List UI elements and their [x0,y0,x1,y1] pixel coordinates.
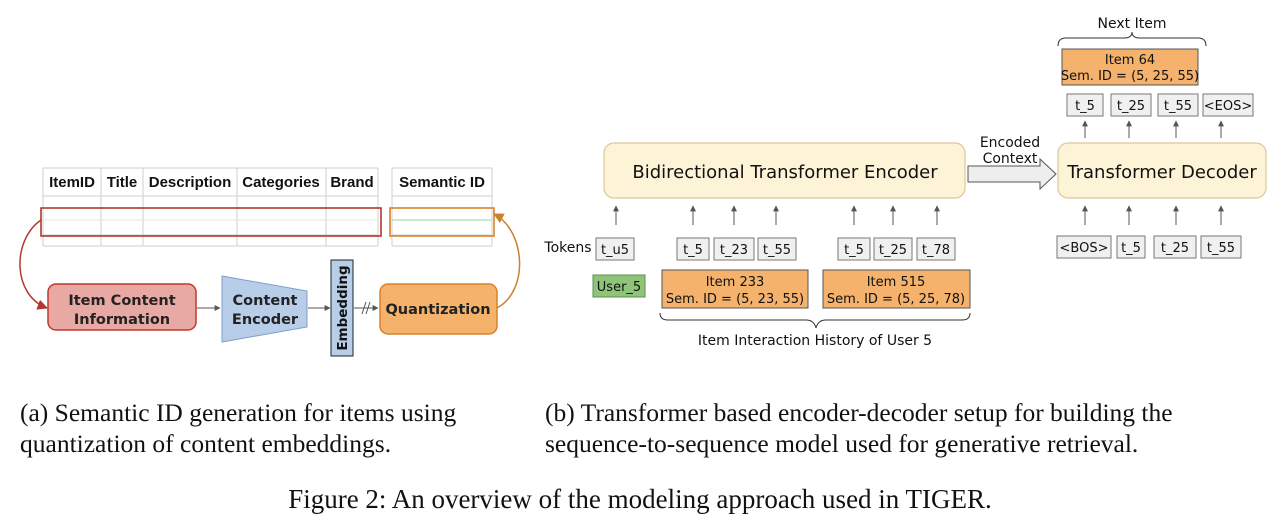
embedding-box [330,259,354,357]
item-a-token-3: t_55 [763,243,791,258]
embedding-label: Embedding [335,265,351,350]
panel-b: Next Item Item 64 Sem. ID = (5, 25, 55) … [543,16,1267,349]
output-token-box-1 [1066,93,1104,117]
item-a-token-box-1 [676,237,710,261]
figure-caption: Figure 2: An overview of the modeling ap… [288,484,992,514]
item-b-semantic-id: Sem. ID = (5, 25, 78) [827,292,965,307]
decoder-token-box-2 [1116,235,1146,259]
output-token-3: t_55 [1164,99,1192,114]
item-a-token-2: t_23 [720,243,748,258]
history-brace [659,312,971,329]
user-token-box [595,237,635,261]
user-box [592,274,646,298]
item-b-token-1: t_5 [844,243,864,258]
item-b-title: Item 515 [867,275,926,290]
decoder-token-3: t_25 [1161,241,1189,256]
caption-a: (a) Semantic ID generation for items usi… [20,397,530,459]
item-content-label-1: Item Content [68,293,175,309]
quantization-label: Quantization [385,302,490,318]
item-content-box [47,283,197,331]
next-item-box [1061,48,1199,86]
user-label: User_5 [597,280,641,295]
encoder-box [603,142,966,199]
header-description: Description [149,174,232,191]
item-a-token-box-2 [713,237,755,261]
stop-gradient-mark-2 [365,301,371,315]
item-content-label-2: Information [74,312,170,328]
item-a-box [661,269,809,309]
decoder-token-box-4 [1200,235,1242,259]
content-encoder-shape [221,275,308,343]
item-b-box [822,269,971,309]
encoded-context-label-1: Encoded [980,135,1040,151]
output-token-4: <EOS> [1204,99,1252,114]
decoder-label: Transformer Decoder [1066,162,1257,183]
decoder-token-box-1 [1056,235,1112,259]
item-a-token-1: t_5 [683,243,703,258]
caption-b: (b) Transformer based encoder-decoder se… [545,397,1270,459]
caption-b-line-1: (b) Transformer based encoder-decoder se… [545,398,1173,427]
encoded-context-arrow [967,157,1057,191]
next-item-bracket [1057,31,1207,47]
encoded-context-label-2: Context [983,151,1038,167]
decoder-token-box-3 [1153,235,1197,259]
header-semantic-id: Semantic ID [399,174,485,191]
item-b-token-box-2 [873,237,913,261]
output-token-box-2 [1110,93,1152,117]
item-b-token-3: t_78 [922,243,950,258]
decoder-token-1: <BOS> [1060,241,1109,256]
item-b-token-box-3 [916,237,956,261]
header-categories: Categories [242,174,320,191]
item-b-token-box-1 [837,237,871,261]
stop-gradient-mark-1 [361,301,367,315]
header-brand: Brand [330,174,373,191]
content-encoder-label-1: Content [233,293,298,309]
content-encoder-label-2: Encoder [232,312,299,328]
item-b-token-2: t_25 [879,243,907,258]
panel-a: ItemID Title Description Categories Bran… [19,167,521,357]
item-a-semantic-id: Sem. ID = (5, 23, 55) [666,292,804,307]
header-title: Title [107,174,138,191]
item-table [42,167,493,247]
encoder-label: Bidirectional Transformer Encoder [632,162,938,183]
next-item-title: Item 64 [1105,53,1155,68]
caption-a-line-2: quantization of content embeddings. [20,429,392,458]
next-item-semantic-id: Sem. ID = (5, 25, 55) [1061,69,1199,84]
header-itemid: ItemID [49,174,95,191]
decoder-token-4: t_55 [1207,241,1235,256]
decoder-token-2: t_5 [1121,241,1141,256]
item-a-title: Item 233 [706,275,765,290]
caption-a-line-1: (a) Semantic ID generation for items usi… [20,398,457,427]
row-to-content-arrow [19,219,48,310]
tokens-label: Tokens [543,240,591,256]
output-token-box-3 [1157,93,1199,117]
output-token-box-4 [1202,93,1254,117]
selected-item-row [40,207,382,237]
user-token: t_u5 [601,243,629,258]
output-token-1: t_5 [1075,99,1095,114]
quantization-to-semantic-id-arrow [493,213,521,309]
decoder-box [1057,142,1267,199]
next-item-label: Next Item [1098,16,1167,32]
output-token-2: t_25 [1117,99,1145,114]
quantization-box [379,283,498,335]
caption-b-line-2: sequence-to-sequence model used for gene… [545,429,1139,458]
selected-semantic-id-cell [389,207,495,237]
item-a-token-box-3 [757,237,797,261]
history-label: Item Interaction History of User 5 [698,333,932,349]
